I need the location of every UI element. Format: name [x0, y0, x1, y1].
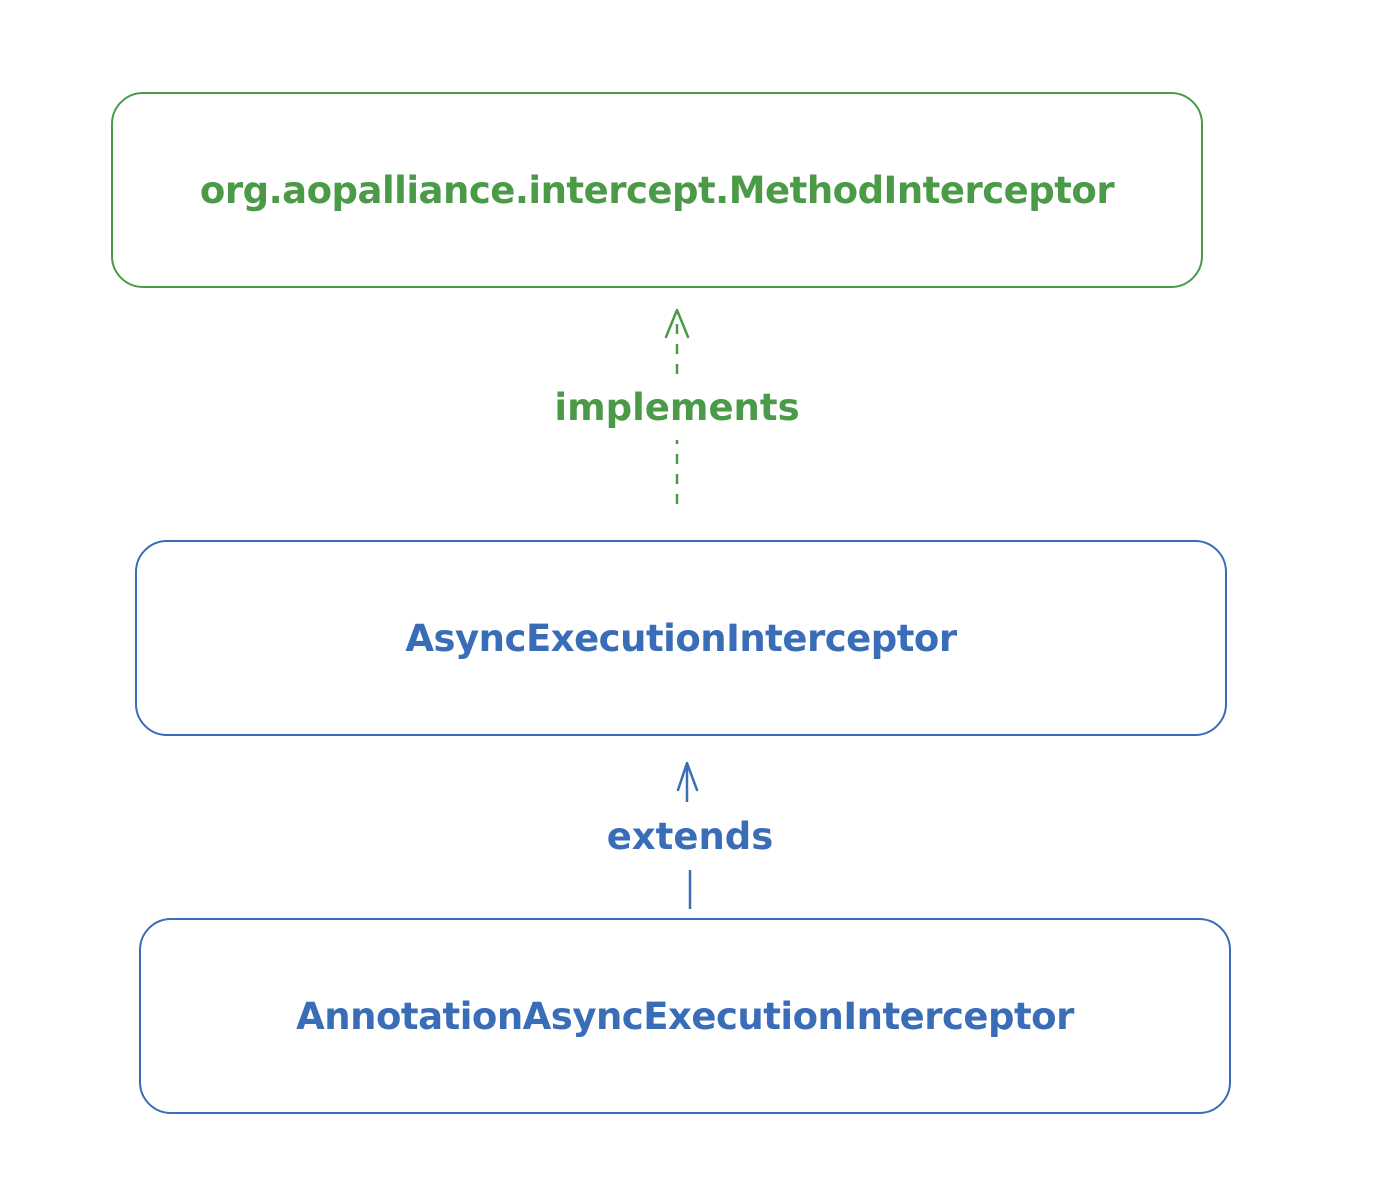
- extends-arrowhead-icon: [676, 761, 699, 792]
- parent-class-node-label: AsyncExecutionInterceptor: [405, 616, 957, 660]
- extends-edge-label: extends: [602, 813, 778, 861]
- child-class-node-label: AnnotationAsyncExecutionInterceptor: [296, 994, 1074, 1038]
- implements-edge-label: implements: [550, 384, 804, 432]
- child-class-node: AnnotationAsyncExecutionInterceptor: [139, 918, 1231, 1114]
- interface-node-label: org.aopalliance.intercept.MethodIntercep…: [199, 168, 1115, 212]
- implements-arrowhead-icon: [664, 308, 690, 339]
- interface-node: org.aopalliance.intercept.MethodIntercep…: [111, 92, 1203, 288]
- parent-class-node: AsyncExecutionInterceptor: [135, 540, 1227, 736]
